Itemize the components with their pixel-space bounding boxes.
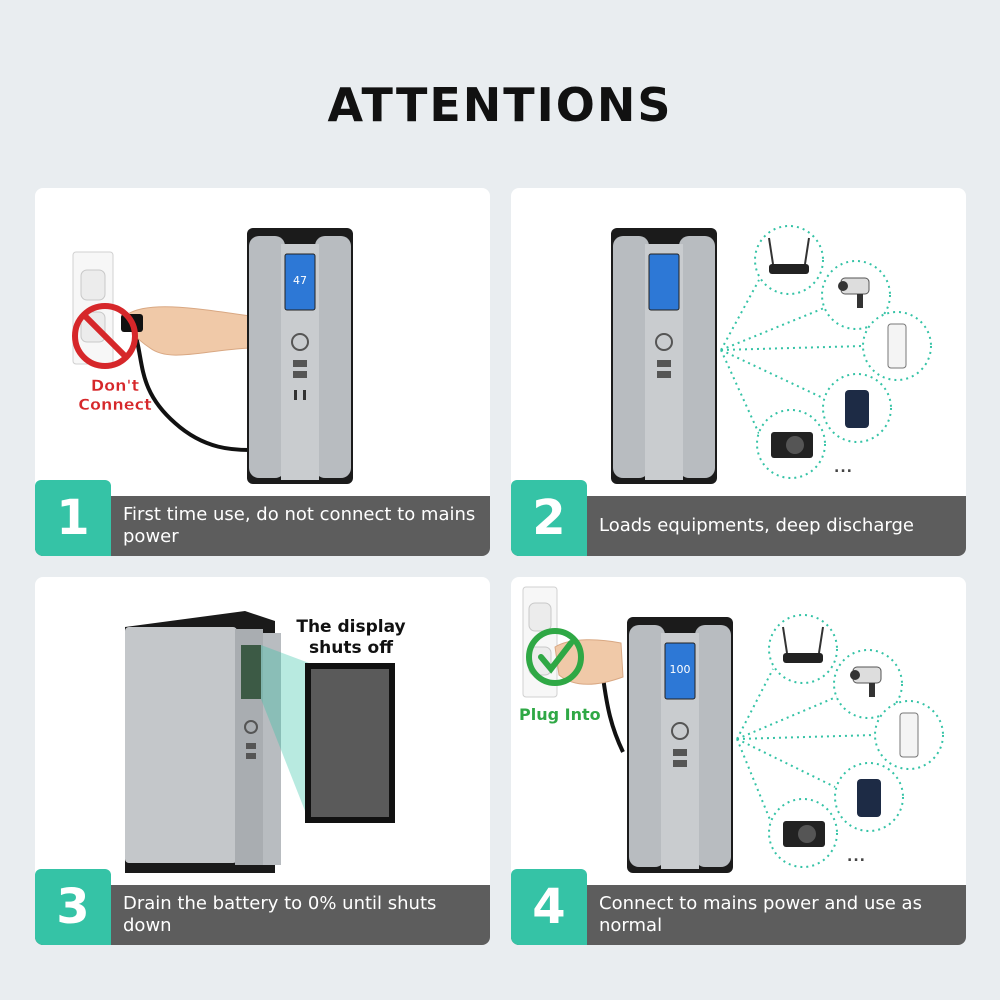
- dark-display-icon: [305, 663, 395, 823]
- display-value: 47: [293, 274, 307, 287]
- mirrorless-camera-icon: [783, 821, 825, 847]
- step-2-number: 2: [511, 480, 587, 556]
- step-card-4: 100: [511, 577, 966, 945]
- page-title: ATTENTIONS: [327, 78, 673, 132]
- dont-connect-badge: Don't Connect: [78, 376, 152, 414]
- modem-icon: [887, 323, 907, 369]
- plug-into-badge: Plug Into: [519, 705, 601, 724]
- router-icon: [782, 626, 824, 663]
- step-3-illustration: [125, 611, 395, 873]
- mirrorless-camera-icon: [771, 432, 813, 458]
- phone-icon: [857, 779, 881, 817]
- modem-icon: [899, 712, 919, 758]
- more-devices: ...: [847, 849, 866, 865]
- router-icon: [768, 237, 810, 274]
- step-2-illustration: [611, 225, 932, 484]
- power-station-side-view: [125, 611, 281, 873]
- display-off-note: The display shuts off: [296, 617, 406, 658]
- phone-icon: [845, 390, 869, 428]
- power-station: 100: [627, 617, 733, 873]
- step-1-text: First time use, do not connect to mains …: [123, 504, 476, 547]
- step-card-2: ... Loads equipments, deep discharge 2: [511, 188, 966, 556]
- step-2-text: Loads equipments, deep discharge: [599, 515, 914, 536]
- display-value: 100: [670, 663, 691, 676]
- camera-icon: [850, 666, 882, 697]
- more-devices: ...: [834, 460, 853, 476]
- prohibited-icon: [72, 303, 138, 369]
- step-1-number: 1: [35, 480, 111, 556]
- step-3-number: 3: [35, 869, 111, 945]
- step-1-illustration: 47: [72, 228, 353, 484]
- step-3-text: Drain the battery to 0% until shuts down: [123, 893, 437, 936]
- camera-icon: [838, 277, 870, 308]
- step-4-text: Connect to mains power and use as normal: [599, 893, 922, 936]
- step-card-1: 47 Don't Connect First time use, do not …: [35, 188, 490, 556]
- step-card-3: The display shuts off Drain the battery …: [35, 577, 490, 945]
- step-4-number: 4: [511, 869, 587, 945]
- power-station: [611, 228, 717, 484]
- step-4-illustration: 100: [522, 586, 944, 873]
- checkmark-icon: [526, 628, 584, 686]
- power-station: 47: [247, 228, 353, 484]
